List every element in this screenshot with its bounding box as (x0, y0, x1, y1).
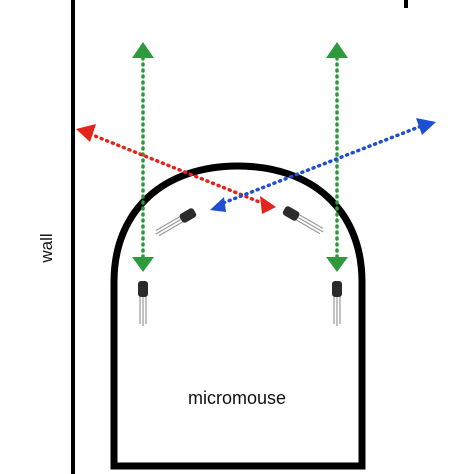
right-diagonal-beam-arrow-out-icon (416, 118, 436, 135)
ir-sensor-icon (138, 281, 148, 326)
left-diagonal-beam-arrow-in-icon (260, 196, 276, 214)
right-diagonal-beam (210, 118, 436, 212)
wall-label: wall (37, 233, 56, 263)
ir-sensor-front-left-body (138, 281, 148, 297)
front-beam-left (132, 42, 154, 272)
ir-sensor-angled-icon (155, 208, 197, 237)
left-diagonal-beam-arrow-out-icon (76, 124, 96, 142)
front-beam-right-arrow-down-icon (326, 257, 348, 272)
ir-sensor-diagonal-left-body (179, 208, 197, 223)
front-beam-left-arrow-down-icon (132, 257, 154, 272)
front-beam-left-arrow-up-icon (132, 42, 154, 58)
front-beam-right (326, 42, 348, 272)
ir-sensor-diagonal-right-body (282, 206, 300, 221)
micromouse-label: micromouse (188, 388, 286, 408)
ir-sensor-icon (332, 281, 342, 326)
right-diagonal-beam-arrow-in-icon (210, 197, 226, 212)
right-diagonal-beam-line (216, 123, 426, 207)
ir-sensor-angled-icon (282, 206, 324, 235)
left-diagonal-beam-line (88, 132, 264, 205)
left-diagonal-beam (76, 124, 276, 214)
ir-sensor-front-right-body (332, 281, 342, 297)
micromouse-body-outline (110, 162, 366, 470)
front-beam-right-arrow-up-icon (326, 42, 348, 58)
